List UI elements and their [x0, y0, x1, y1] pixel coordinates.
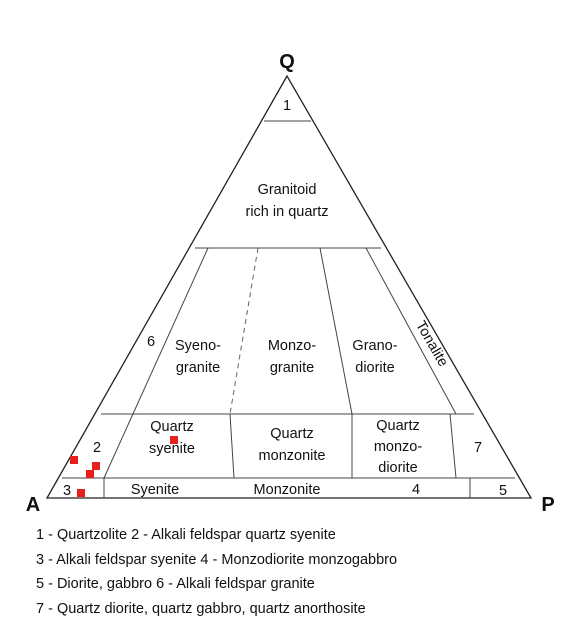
monzogranite-label-line1: Monzo-	[268, 338, 317, 354]
legend-item: 5 - Diorite, gabbro 6 - Alkali feldspar …	[36, 576, 315, 592]
line-p10	[103, 247, 209, 479]
line-p35-lower	[229, 413, 235, 479]
field-6-label: 6	[147, 334, 155, 350]
granodiorite-label-line2: diorite	[355, 360, 395, 376]
granitoid-label-line1: Granitoid	[258, 182, 317, 198]
line-p65	[319, 247, 353, 415]
legend-item: 3 - Alkali feldspar syenite 4 - Monzodio…	[36, 551, 398, 568]
granodiorite-label-line1: Grano-	[352, 338, 397, 354]
quartz-monzonite-label-line1: Quartz	[270, 426, 314, 442]
legend-item: 1 - Quartzolite 2 - Alkali feldspar quar…	[36, 527, 336, 543]
line-p90	[365, 247, 457, 415]
vertex-q-label: Q	[279, 51, 295, 73]
line-p35	[229, 247, 259, 415]
sample-marker	[170, 436, 178, 444]
field-5-label: 5	[499, 483, 507, 499]
legend-item: 7 - Quartz diorite, quartz gabbro, quart…	[36, 600, 366, 617]
quartz-syenite-label-line2: syenite	[149, 441, 195, 457]
vertex-p-label: P	[541, 494, 554, 516]
quartz-monzodiorite-label-line3: diorite	[378, 460, 418, 476]
sample-marker	[77, 489, 85, 497]
field-2-label: 2	[93, 440, 101, 456]
quartz-monzonite-label-line2: monzonite	[259, 448, 326, 464]
sample-marker	[92, 462, 100, 470]
vertex-a-label: A	[26, 494, 40, 516]
quartz-monzodiorite-label-line1: Quartz	[376, 418, 420, 434]
granitoid-label-line2: rich in quartz	[245, 204, 328, 220]
quartz-syenite-label-line1: Quartz	[150, 419, 194, 435]
triangle-outline	[45, 74, 533, 499]
syenite-label: Syenite	[131, 482, 179, 498]
monzogranite-label-line2: granite	[270, 360, 314, 376]
quartz-monzodiorite-label-line2: monzo-	[374, 439, 423, 455]
field-7-label: 7	[474, 440, 482, 456]
sample-marker	[70, 456, 78, 464]
field-4-label: 4	[412, 482, 420, 498]
syenogranite-label-line2: granite	[176, 360, 220, 376]
syenogranite-label-line1: Syeno-	[175, 338, 221, 354]
sample-marker	[86, 470, 94, 478]
monzonite-label: Monzonite	[254, 482, 321, 498]
field-1-label: 1	[283, 98, 291, 114]
field-3-label: 3	[63, 483, 71, 499]
line-p90-lower	[449, 413, 457, 479]
legend: 1 - Quartzolite 2 - Alkali feldspar quar…	[36, 523, 397, 621]
